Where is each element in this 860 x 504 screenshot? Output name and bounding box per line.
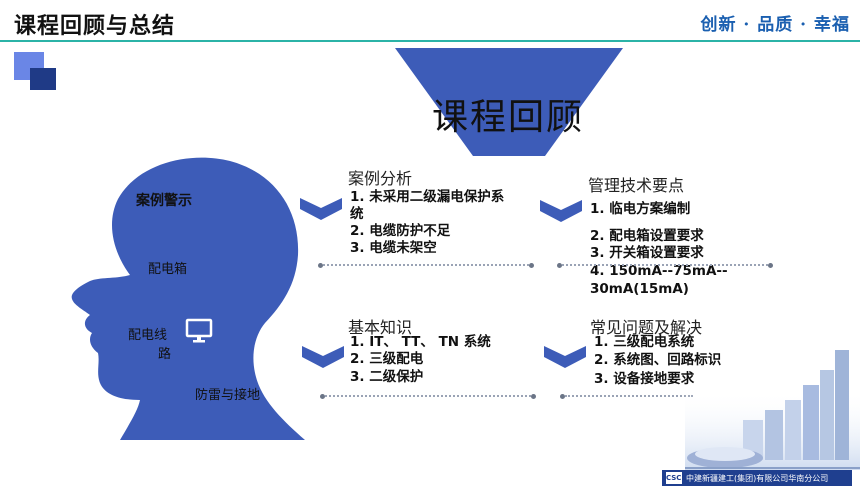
- case-analysis-item: 1. 未采用二级漏电保护系: [350, 189, 505, 205]
- dot-marker: [557, 263, 562, 268]
- dot-marker: [320, 394, 325, 399]
- section-title-basic-knowledge: 基本知识: [348, 318, 413, 337]
- head-label-line-2: 路: [158, 347, 172, 362]
- section-title-mgmt-points: 管理技术要点: [588, 176, 685, 195]
- company-badge: CSCEC 中建新疆建工(集团)有限公司华南分公司: [662, 470, 852, 486]
- header-divider: [0, 40, 860, 42]
- faq-item: 3. 设备接地要求: [594, 371, 695, 387]
- dot-marker: [318, 263, 323, 268]
- dot-marker: [768, 263, 773, 268]
- page-title: 课程回顾与总结: [14, 14, 176, 39]
- basic-knowledge-item: 2. 三级配电: [350, 351, 424, 367]
- section-title-faq: 常见问题及解决: [590, 318, 703, 337]
- basic-knowledge-item: 1. IT、 TT、 TN 系统: [350, 334, 491, 350]
- mgmt-points-item: 30mA(15mA): [590, 281, 689, 297]
- company-name: 中建新疆建工(集团)有限公司华南分公司: [686, 473, 829, 483]
- monitor-icon: [185, 318, 213, 343]
- dotted-divider: [323, 264, 529, 266]
- dotted-divider: [325, 395, 531, 397]
- case-analysis-item: 统: [350, 206, 364, 222]
- case-analysis-item: 3. 电缆未架空: [350, 240, 437, 256]
- dot-marker: [529, 263, 534, 268]
- chevron-icon: [300, 198, 342, 220]
- mgmt-points-item: 2. 配电箱设置要求: [590, 228, 704, 244]
- head-label-case-warning: 案例警示: [136, 193, 192, 209]
- mgmt-points-item: 1. 临电方案编制: [590, 201, 691, 217]
- review-title: 课程回顾: [432, 97, 585, 138]
- decor-square-dark: [30, 68, 56, 90]
- dot-marker: [560, 394, 565, 399]
- head-label-box: 配电箱: [148, 262, 188, 277]
- head-label-lightning: 防雷与接地: [195, 388, 261, 403]
- head-silhouette: [71, 157, 305, 440]
- case-analysis-item: 2. 电缆防护不足: [350, 223, 451, 239]
- city-skyline-image: [685, 350, 860, 470]
- company-logo: CSCEC: [666, 472, 692, 484]
- dotted-divider: [565, 395, 693, 397]
- faq-item: 1. 三级配电系统: [594, 334, 695, 350]
- section-title-case-analysis: 案例分析: [348, 169, 413, 188]
- mgmt-points-item: 3. 开关箱设置要求: [590, 245, 704, 261]
- chevron-icon: [544, 346, 586, 368]
- chevron-icon: [302, 346, 344, 368]
- mgmt-points-item: 4. 150mA--75mA--: [590, 263, 728, 279]
- funnel-shape: [395, 48, 623, 156]
- basic-knowledge-item: 3. 二级保护: [350, 369, 424, 385]
- dot-marker: [531, 394, 536, 399]
- head-label-line-1: 配电线: [128, 328, 168, 343]
- chevron-icon: [540, 200, 582, 222]
- dotted-divider: [562, 264, 768, 266]
- faq-item: 2. 系统图、回路标识: [594, 352, 722, 368]
- slogan: 创新 · 品质 · 幸福: [700, 15, 850, 35]
